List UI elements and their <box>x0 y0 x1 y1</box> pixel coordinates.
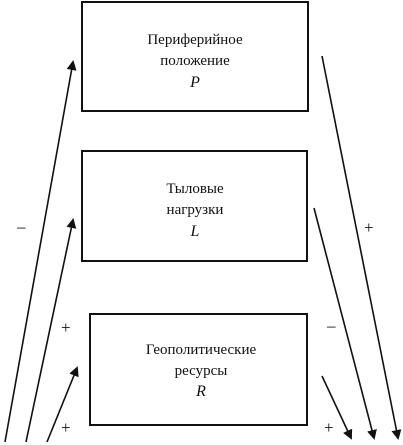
rear-load-var: L <box>190 223 200 240</box>
periphery-var: P <box>189 74 200 91</box>
arrow-right-middle <box>313 207 377 440</box>
geo-resources-label-line2: ресурсы <box>175 363 228 379</box>
sign-right-mid: – <box>326 316 336 335</box>
rear-load-box <box>81 150 308 262</box>
arrow-right-inner <box>321 375 353 440</box>
periphery-label-line2: положение <box>160 53 230 69</box>
sign-left-mid: + <box>61 318 71 337</box>
sign-right-bottom: + <box>324 418 334 437</box>
arrow-left-middle <box>25 218 77 443</box>
arrow-left-outer <box>4 60 77 443</box>
sign-left-bottom: + <box>61 418 71 437</box>
geopolitical-resources-box <box>89 313 308 426</box>
rear-load-label-line2: нагрузки <box>167 202 224 218</box>
arrow-left-inner <box>46 366 79 443</box>
sign-right-top: + <box>364 218 374 237</box>
sign-left-top: – <box>16 217 26 236</box>
periphery-label-line1: Периферийное <box>147 32 243 48</box>
arrow-right-outer <box>321 55 402 440</box>
periphery-box <box>81 1 309 112</box>
geo-resources-var: R <box>195 383 206 400</box>
geo-resources-label-line1: Геополитические <box>146 342 257 358</box>
rear-load-label-line1: Тыловые <box>166 181 224 197</box>
